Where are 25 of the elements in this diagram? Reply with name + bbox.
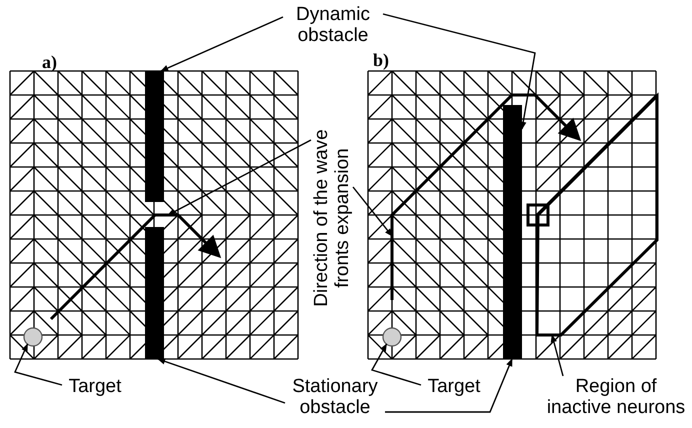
leader-line <box>382 13 536 130</box>
trajectory-line <box>390 94 582 300</box>
panel-label: a) <box>42 52 57 72</box>
annotation-label: Target <box>62 376 128 397</box>
leader-line <box>167 139 312 216</box>
trajectory-line <box>50 214 222 320</box>
annotation-label: Target <box>421 376 487 397</box>
leader-line <box>370 343 422 386</box>
annotation-label: Stationary obstacle <box>285 376 385 418</box>
leader-line <box>14 343 62 386</box>
leader-line <box>157 358 286 404</box>
annotation-label: Dynamic obstacle <box>283 4 383 46</box>
leader-line <box>550 334 564 376</box>
obstacle-bar <box>145 71 164 202</box>
target-circle <box>23 327 43 347</box>
leader-line <box>385 358 513 413</box>
annotation-label: Direction of the wave fronts expansion <box>311 118 353 318</box>
obstacle-bar <box>503 105 522 359</box>
obstacle-bar <box>145 227 164 359</box>
leader-line <box>352 186 393 237</box>
target-circle <box>382 327 402 347</box>
annotation-label: Region of inactive neurons <box>545 376 687 418</box>
panel-label: b) <box>373 50 390 70</box>
region-outline <box>526 92 658 336</box>
leader-line <box>160 16 284 72</box>
